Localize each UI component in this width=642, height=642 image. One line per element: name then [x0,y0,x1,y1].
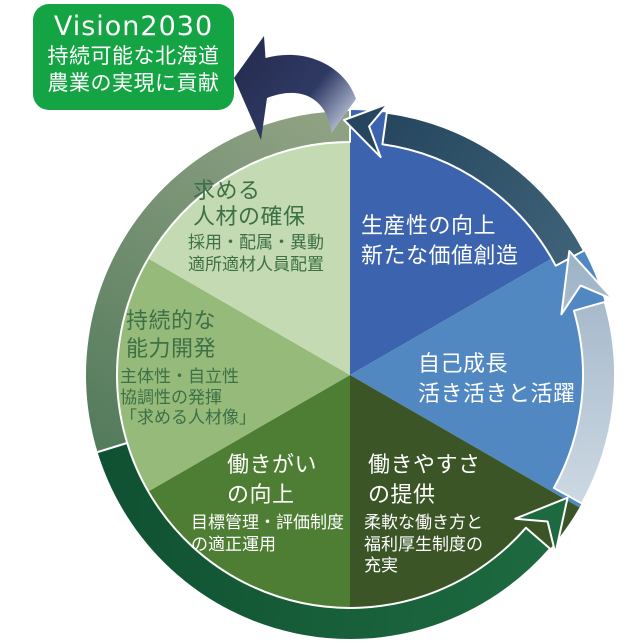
segment-label-capability-development: 持続的な 能力開発 [126,309,217,362]
segment-label-self-growth: 自己成長 活き活きと活躍 [418,352,576,407]
segment-sub-job-satisfaction: 目標管理・評価制度 の適正運用 [191,513,344,555]
left-cycle-band [84,109,351,454]
wedge-capability-development [84,242,350,508]
segment-label-productivity: 生産性の向上 新たな価値創造 [361,214,519,269]
right-cycle-arrow-body [552,300,617,505]
segment-sub-ease-of-work: 柔軟な働き方と 福利厚生制度の 充実 [364,513,483,576]
bottom-cycle-arrowhead-icon [514,496,569,555]
segment-label-job-satisfaction: 働きがい の向上 [227,453,318,508]
segment-label-talent-acquisition: 求める 人材の確保 [193,179,306,230]
segment-sub-talent-acquisition: 採用・配属・異動 適所適材人員配置 [188,233,324,275]
right-cycle-arrowhead-icon [560,250,615,316]
top-right-cycle-arrowhead-icon [343,102,390,159]
top-right-cycle-arrow-body [381,111,585,267]
vision-subtitle: 持続可能な北海道 農業の実現に貢献 [47,44,220,95]
wedge-self-growth [350,242,616,508]
segment-label-ease-of-work: 働きやすさ の提供 [368,453,481,508]
segment-sub-capability-development: 主体性・自立性 協調性の発揮 「求める人材像」 [120,367,256,428]
vision-arrow-icon [234,36,356,140]
vision-2030-box: Vision2030 持続可能な北海道 農業の実現に貢献 [33,4,234,110]
vision-title: Vision2030 [53,11,214,42]
bottom-cycle-arrow-body [95,442,552,642]
cycle-arrows [84,102,617,642]
